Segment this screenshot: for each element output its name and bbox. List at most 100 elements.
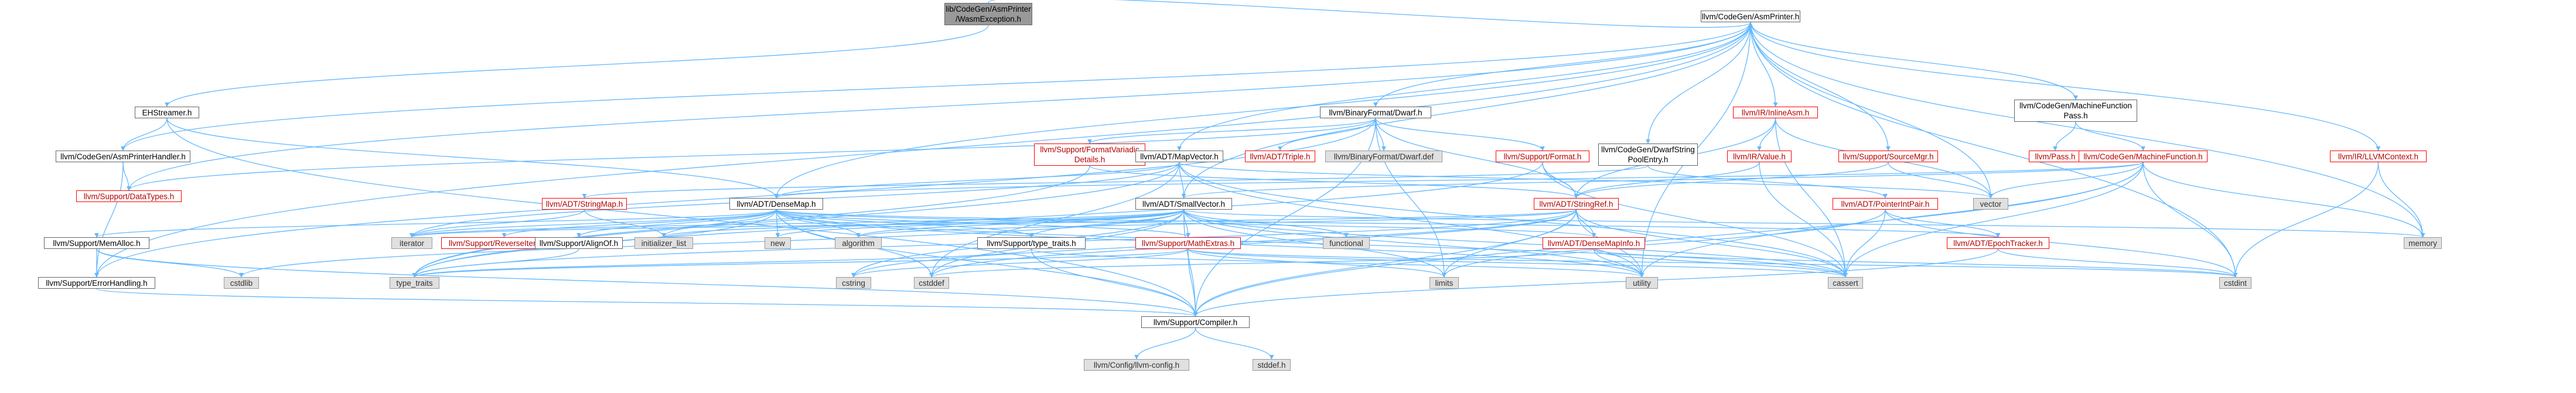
node-compiler[interactable]: llvm/Support/Compiler.h bbox=[1141, 316, 1250, 328]
edge-asmprinter-to-dwarfstringpool bbox=[1646, 22, 1751, 144]
edge-epochtracker-to-compiler bbox=[1193, 248, 1999, 317]
edge-stringmap-to-initializer_list bbox=[584, 209, 666, 238]
edge-smallvector-to-memory bbox=[1183, 209, 2425, 238]
edge-machinefunction-to-cassert bbox=[1843, 162, 2144, 278]
edge-smallvector-to-cstdlib bbox=[239, 209, 1185, 278]
node-machinefunction[interactable]: llvm/CodeGen/MachineFunction.h bbox=[2079, 151, 2207, 162]
node-llvmcontext[interactable]: llvm/IR/LLVMContext.h bbox=[2330, 151, 2427, 162]
node-utility: utility bbox=[1626, 277, 1658, 289]
node-ir-value[interactable]: llvm/IR/Value.h bbox=[1727, 151, 1792, 162]
node-epochtracker[interactable]: llvm/ADT/EpochTracker.h bbox=[1947, 237, 2049, 249]
edge-asmprinter-to-datatypes bbox=[127, 22, 1751, 191]
edge-asmprinterhandler-to-errorhandling bbox=[94, 162, 124, 278]
node-mathextras[interactable]: llvm/Support/MathExtras.h bbox=[1135, 237, 1241, 249]
edge-densemapinfo-to-utility bbox=[1593, 248, 1644, 278]
node-type-traits-h[interactable]: llvm/Support/type_traits.h bbox=[977, 237, 1086, 249]
node-triple[interactable]: llvm/ADT/Triple.h bbox=[1245, 151, 1315, 162]
node-asmprinterhandler[interactable]: llvm/CodeGen/AsmPrinterHandler.h bbox=[56, 151, 190, 162]
node-functional: functional bbox=[1323, 237, 1370, 249]
edge-stringref-to-cstddef bbox=[929, 209, 1577, 278]
node-smallvector[interactable]: llvm/ADT/SmallVector.h bbox=[1135, 198, 1232, 210]
edge-machinefunction-to-smallvector bbox=[1181, 162, 2144, 199]
edge-mathextras-to-cassert bbox=[1188, 248, 1848, 278]
edge-sourcemgr-to-stringref bbox=[1574, 162, 1889, 199]
node-vector: vector bbox=[1973, 198, 2008, 210]
node-sourcemgr[interactable]: llvm/Support/SourceMgr.h bbox=[1838, 151, 1938, 162]
edge-mathextras-to-compiler bbox=[1188, 248, 1198, 317]
node-errorhandling[interactable]: llvm/Support/ErrorHandling.h bbox=[38, 277, 155, 289]
edge-compiler-to-stddef bbox=[1195, 327, 1274, 360]
edge-asmprinter-to-mapvector bbox=[1177, 22, 1751, 151]
node-datatypes[interactable]: llvm/Support/DataTypes.h bbox=[76, 190, 182, 202]
edge-binaryformat_dwarf-to-errorhandling bbox=[94, 118, 1376, 278]
edge-inlineasm-to-ir_value bbox=[1757, 118, 1776, 151]
node-cstdint: cstdint bbox=[2219, 277, 2251, 289]
node-iterator: iterator bbox=[391, 237, 432, 249]
edge-stringmap-to-iterator bbox=[410, 209, 585, 238]
node-stringref[interactable]: llvm/ADT/StringRef.h bbox=[1534, 198, 1619, 210]
edge-stringref-to-compiler bbox=[1193, 209, 1577, 317]
edge-smallvector-to-utility bbox=[1183, 209, 1644, 278]
edge-sourcemgr-to-vector bbox=[1888, 162, 1993, 199]
node-type-traits: type_traits bbox=[390, 277, 439, 289]
edge-asmprinter-to-smallvector bbox=[1181, 22, 1751, 199]
edge-asmprinter-to-cstdint bbox=[1750, 22, 2238, 278]
edge-ehstreamer-to-asmprinterhandler bbox=[121, 118, 168, 151]
node-memory: memory bbox=[2404, 237, 2442, 249]
edge-mathextras-to-type_traits bbox=[412, 248, 1189, 278]
edge-smallvector-to-limits bbox=[1183, 209, 1446, 278]
edge-type_traits_h-to-utility bbox=[1031, 248, 1644, 278]
edge-asmprinter-to-memory bbox=[1750, 22, 2425, 238]
node-formatvariadic[interactable]: llvm/Support/FormatVariadic Details.h bbox=[1034, 143, 1145, 166]
edge-ir_value-to-cassert bbox=[1759, 162, 1848, 278]
node-cstdlib: cstdlib bbox=[224, 277, 259, 289]
node-pass[interactable]: llvm/Pass.h bbox=[2029, 151, 2082, 162]
node-stddef: stddef.h bbox=[1253, 359, 1291, 371]
node-binaryformat-dwarf[interactable]: llvm/BinaryFormat/Dwarf.h bbox=[1320, 107, 1431, 118]
edge-ehstreamer-to-densemap bbox=[166, 118, 779, 199]
node-dwarfstringpool[interactable]: llvm/CodeGen/DwarfString PoolEntry.h bbox=[1598, 143, 1698, 166]
edge-alignof-to-type_traits bbox=[412, 248, 579, 278]
node-support-format[interactable]: llvm/Support/Format.h bbox=[1496, 151, 1589, 162]
node-alignof[interactable]: llvm/Support/AlignOf.h bbox=[535, 237, 623, 249]
edge-mfpass-to-pass bbox=[2053, 121, 2076, 151]
node-algorithm: algorithm bbox=[835, 237, 882, 249]
edge-binaryformat_dwarf-to-datatypes bbox=[127, 118, 1376, 191]
node-stringmap[interactable]: llvm/ADT/StringMap.h bbox=[542, 198, 627, 210]
edge-compiler-to-llvm_config bbox=[1134, 327, 1196, 360]
edge-stringref-to-algorithm bbox=[856, 209, 1577, 238]
edge-binaryformat_dwarf-to-limits bbox=[1375, 118, 1446, 278]
edge-binaryformat_dwarf-to-support_format bbox=[1375, 118, 1545, 151]
edge-type_traits_h-to-compiler bbox=[1031, 248, 1198, 317]
node-pointerintpair[interactable]: llvm/ADT/PointerIntPair.h bbox=[1833, 198, 1938, 210]
node-densemap[interactable]: llvm/ADT/DenseMap.h bbox=[729, 198, 823, 210]
edge-machinefunction-to-cstdint bbox=[2142, 162, 2238, 278]
edge-stringref-to-iterator bbox=[410, 209, 1577, 238]
node-inlineasm[interactable]: llvm/IR/InlineAsm.h bbox=[1733, 107, 1818, 118]
node-asmprinter[interactable]: llvm/CodeGen/AsmPrinter.h bbox=[1701, 11, 1800, 22]
edge-binaryformat_dwarf-to-formatvariadic bbox=[1087, 118, 1376, 144]
edge-root-to-ehstreamer bbox=[165, 25, 989, 107]
node-densemapinfo[interactable]: llvm/ADT/DenseMapInfo.h bbox=[1543, 237, 1645, 249]
edge-llvmcontext-to-memory bbox=[2377, 162, 2425, 238]
edge-asmprinter-to-mfpass bbox=[1750, 22, 2078, 100]
edge-mapvector-to-vector bbox=[1179, 162, 1993, 199]
edge-machinefunction-to-densemap bbox=[774, 162, 2144, 199]
edge-mathextras-to-cstring bbox=[851, 248, 1189, 278]
edge-densemapinfo-to-cstddef bbox=[929, 248, 1595, 278]
edge-densemap-to-iterator bbox=[410, 209, 777, 238]
edge-densemap-to-memalloc bbox=[94, 209, 777, 238]
node-cassert: cassert bbox=[1828, 277, 1863, 289]
node-memalloc[interactable]: llvm/Support/MemAlloc.h bbox=[44, 237, 149, 249]
edge-dwarfstringpool-to-pointerintpair bbox=[1647, 165, 1888, 199]
edge-memalloc-to-compiler bbox=[96, 248, 1198, 317]
node-ehstreamer[interactable]: EHStreamer.h bbox=[135, 107, 199, 118]
node-mfpass[interactable]: llvm/CodeGen/MachineFunction Pass.h bbox=[2014, 100, 2137, 122]
edge-mapvector-to-densemap bbox=[774, 162, 1180, 199]
edge-machinefunction-to-memory bbox=[2142, 162, 2425, 238]
node-mapvector[interactable]: llvm/ADT/MapVector.h bbox=[1135, 151, 1223, 162]
edge-asmprinter-to-densemap bbox=[774, 22, 1751, 199]
node-cstddef: cstddef bbox=[914, 277, 949, 289]
edge-densemap-to-initializer_list bbox=[661, 209, 777, 238]
